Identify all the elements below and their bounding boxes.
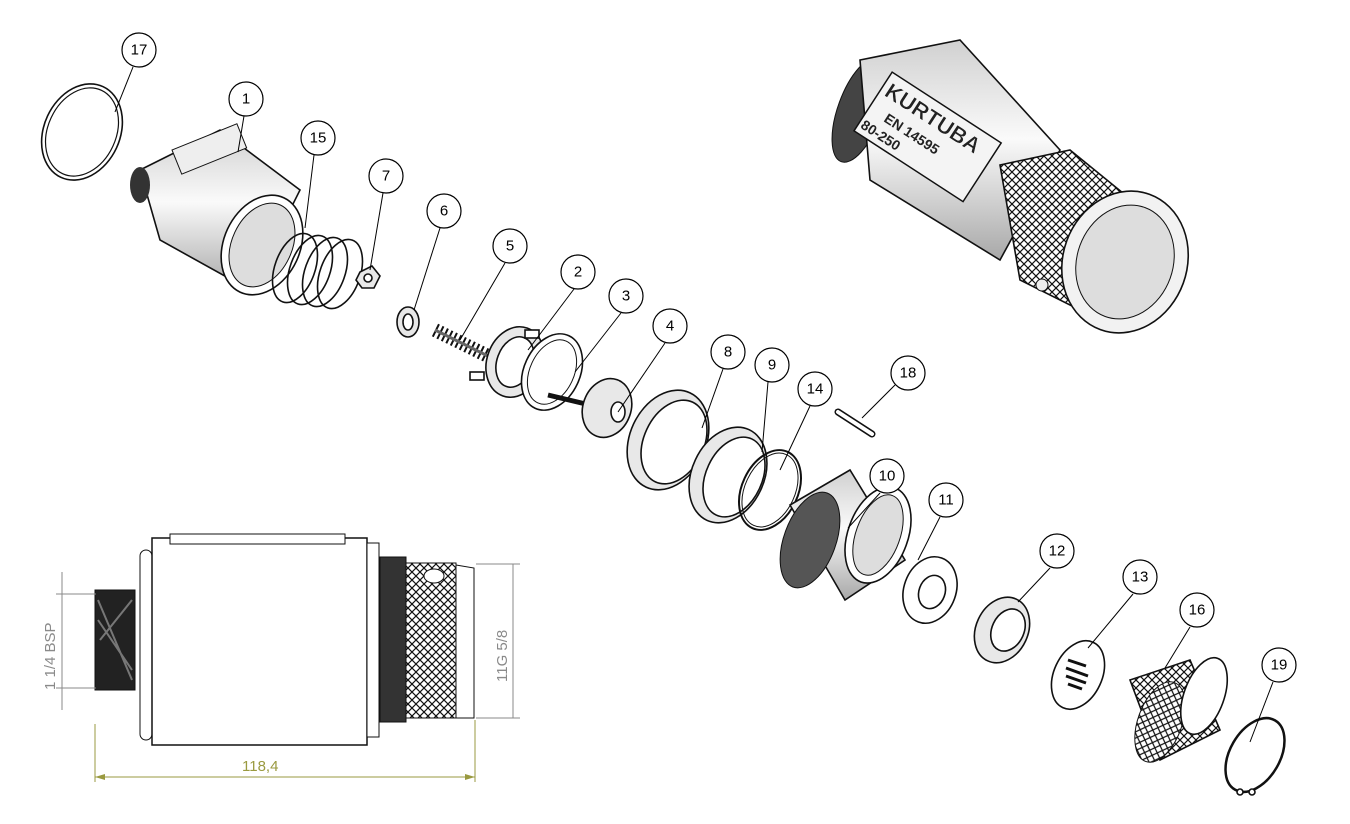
part-9-ring (688, 426, 768, 524)
svg-text:9: 9 (768, 357, 776, 374)
callout-16: 16 (1179, 592, 1215, 628)
svg-text:11: 11 (938, 492, 954, 509)
svg-text:17: 17 (131, 42, 148, 59)
callout-18: 18 (890, 355, 926, 391)
part-8-ring (626, 389, 710, 491)
part-19-circlip (1224, 716, 1286, 796)
part-17-oring (40, 83, 124, 181)
callout-6: 6 (426, 193, 462, 229)
svg-text:10: 10 (879, 468, 896, 485)
leader-lines (114, 66, 1274, 743)
svg-text:4: 4 (666, 318, 674, 335)
side-view: 1 1/4 BSP 11G 5/8 118,4 (42, 533, 520, 782)
callout-11: 11 (928, 482, 964, 518)
svg-text:7: 7 (382, 168, 390, 185)
part-16-knurled-sleeve (1128, 656, 1229, 763)
part-12-ring (973, 596, 1031, 664)
svg-text:6: 6 (440, 203, 448, 220)
callout-15: 15 (300, 120, 336, 156)
part-4-valve-disc (581, 377, 633, 439)
svg-text:13: 13 (1132, 569, 1149, 586)
callout-19: 19 (1261, 647, 1297, 683)
assembled-isometric-view: KURTUBA EN 14595 80-250 (831, 39, 1190, 334)
callout-5: 5 (492, 228, 528, 264)
svg-text:1: 1 (242, 91, 250, 108)
svg-text:14: 14 (807, 381, 824, 398)
svg-text:15: 15 (310, 130, 327, 147)
outlet-thread-dimension: 11G 5/8 (494, 630, 511, 682)
callout-2: 2 (560, 254, 596, 290)
svg-text:12: 12 (1049, 543, 1066, 560)
overall-length-dimension: 118,4 (242, 758, 278, 775)
callout-9: 9 (754, 347, 790, 383)
callout-7: 7 (368, 158, 404, 194)
callout-10: 10 (869, 458, 905, 494)
part-15-spring (271, 232, 364, 310)
svg-text:2: 2 (574, 264, 582, 281)
callout-1: 1 (228, 81, 264, 117)
callout-13: 13 (1122, 559, 1158, 595)
part-5-spring (431, 323, 496, 365)
svg-text:5: 5 (506, 238, 514, 255)
callout-14: 14 (797, 371, 833, 407)
callout-4: 4 (652, 308, 688, 344)
callout-8: 8 (710, 334, 746, 370)
part-10-seat (779, 468, 912, 602)
part-7-nut (355, 264, 381, 289)
part-13-label-plate (1050, 640, 1106, 710)
part-18-pin (834, 408, 876, 438)
svg-text:3: 3 (622, 288, 630, 305)
svg-text:8: 8 (724, 344, 732, 361)
inlet-thread-dimension: 1 1/4 BSP (42, 622, 59, 690)
part-11-gasket (902, 556, 958, 624)
part-6-washer (396, 306, 420, 338)
svg-text:16: 16 (1189, 602, 1206, 619)
part-1-body (130, 123, 304, 296)
part-3-disc-seal (520, 333, 591, 411)
svg-text:18: 18 (900, 365, 917, 382)
svg-text:19: 19 (1271, 657, 1288, 674)
callout-17: 17 (121, 32, 157, 68)
callout-3: 3 (608, 278, 644, 314)
callout-12: 12 (1039, 533, 1075, 569)
